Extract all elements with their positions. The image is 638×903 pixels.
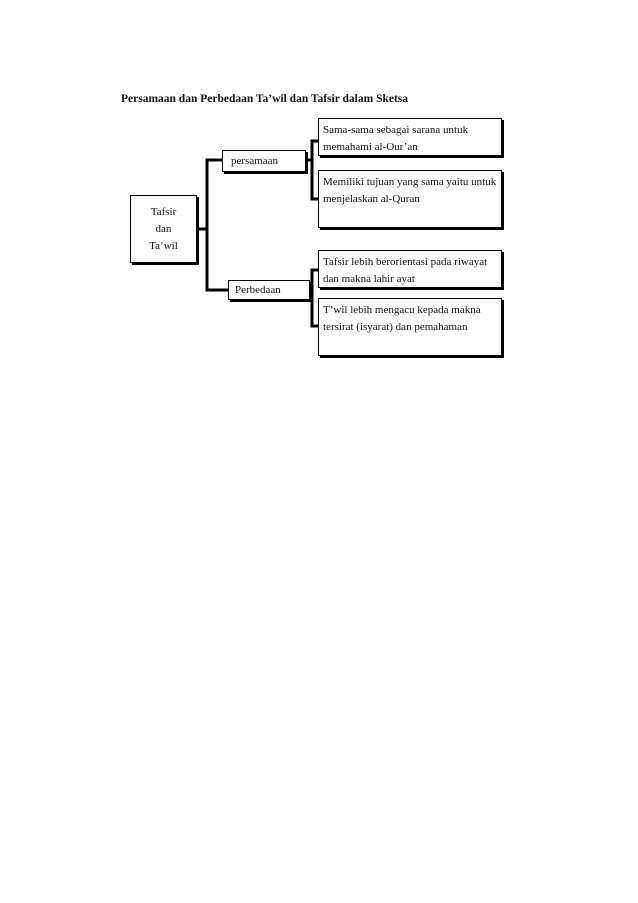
leaf-persamaan-1: Sama-sama sebagai sarana untuk memahami … <box>318 118 502 156</box>
root-node-line: Ta’wil <box>149 240 178 252</box>
root-node-line: Tafsir <box>150 206 177 218</box>
leaf-persamaan-2: Memiliki tujuan yang sama yaitu untuk me… <box>318 170 502 228</box>
leaf-perbedaan-1: Tafsir lebih berorientasi pada riwayat d… <box>318 250 502 288</box>
root-node-box: Tafsir dan Ta’wil <box>130 195 197 263</box>
root-node-line: dan <box>155 223 172 235</box>
branch-perbedaan-box: Perbedaan <box>228 280 310 300</box>
leaf-perbedaan-2: T’wil lebih mengacu kepada makna tersira… <box>318 298 502 356</box>
branch-persamaan-box: persamaan <box>222 150 306 172</box>
diagram-title: Persamaan dan Perbedaan Ta’wil dan Tafsi… <box>121 93 409 105</box>
